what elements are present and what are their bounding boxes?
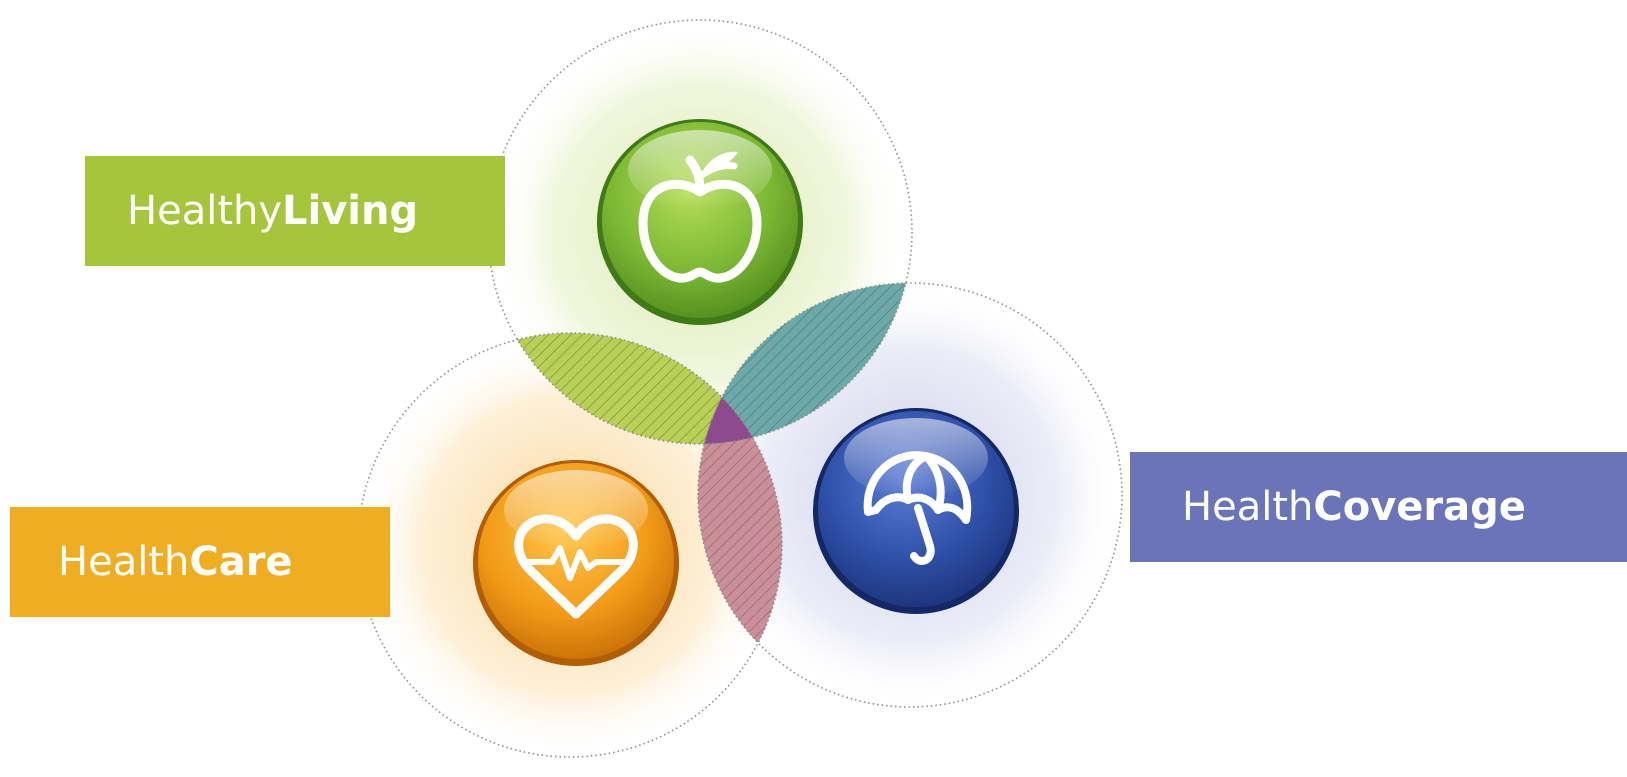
label-health-coverage-light: Health — [1182, 484, 1314, 530]
label-healthy-living-bold: Living — [282, 188, 419, 234]
heart-pulse-icon — [514, 514, 638, 619]
label-health-coverage-bold: Coverage — [1313, 484, 1526, 530]
coverage-button — [813, 408, 1019, 614]
living-button — [597, 119, 803, 325]
umbrella-icon — [863, 451, 972, 565]
label-healthy-living-light: Healthy — [127, 188, 283, 234]
overlap-living-coverage — [698, 283, 912, 444]
label-health-care-light: Health — [58, 539, 190, 585]
overlap-living-care — [488, 333, 782, 444]
care-button — [473, 460, 679, 666]
label-health-care-bold: Care — [189, 539, 293, 585]
